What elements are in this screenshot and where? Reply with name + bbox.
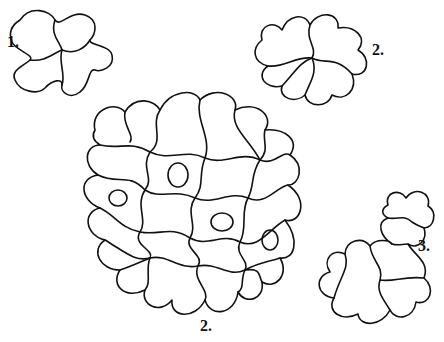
epidermis-cell-group: [255, 15, 366, 105]
epidermis-cell-group: [84, 93, 301, 315]
callout-number: 2.: [372, 42, 384, 58]
epidermis-cell-group: [10, 11, 112, 96]
callout-number: 1.: [7, 34, 19, 50]
epidermis-cell-group: [319, 192, 434, 324]
callout-number: 3.: [418, 238, 430, 254]
callout-number: 2.: [200, 318, 212, 334]
